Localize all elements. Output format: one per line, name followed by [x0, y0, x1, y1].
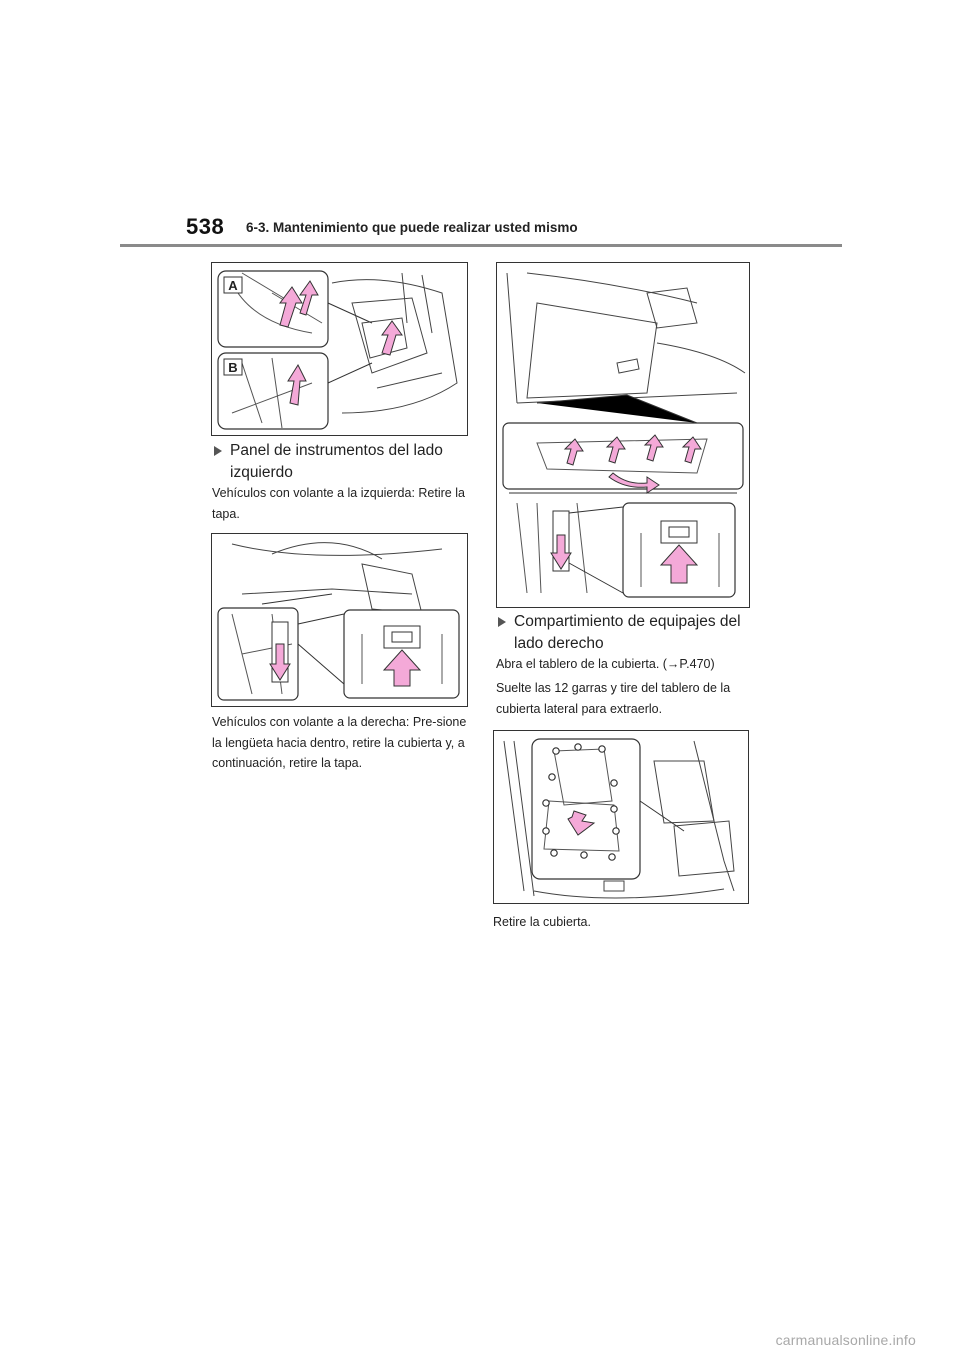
inset-b: B: [217, 352, 329, 430]
right-dashboard-illustration: [502, 272, 746, 603]
paragraph-lhd: Vehículos con volante a la izquierda: Re…: [212, 486, 465, 521]
left-dashboard-illustration: [217, 542, 460, 701]
bullet-triangle-icon: [498, 617, 506, 627]
subheading-instrument-panel-left: Panel de instrumentos del lado izquierdo: [212, 440, 480, 484]
engine-compartment-illustration: A B: [217, 270, 458, 430]
watermark: carmanualsonline.info: [775, 1332, 916, 1348]
inset-a: A: [217, 270, 329, 348]
bullet-triangle-icon: [214, 446, 222, 456]
paragraph-open-board: Abra el tablero de la cubierta. (→P.470): [496, 657, 715, 671]
inset-a-label: A: [228, 278, 238, 293]
luggage-panel-illustration: [503, 738, 735, 899]
header-rule: [120, 244, 842, 247]
figure-engine-compartment: A B: [211, 262, 468, 436]
page-number: 538: [186, 214, 225, 239]
figure-left-dashboard-panel: [211, 533, 468, 707]
subheading-luggage-compartment-right: Compartimiento de equipajes del lado der…: [496, 611, 764, 655]
section-title: 6-3. Mantenimiento que puede realizar us…: [246, 220, 578, 235]
paragraph-rhd: Vehículos con volante a la derecha: Pre-…: [212, 715, 467, 770]
inset-b-label: B: [228, 360, 237, 375]
figure-luggage-side-panel: [493, 730, 749, 904]
paragraph-remove-cover: Retire la cubierta.: [493, 915, 591, 929]
paragraph-release-claws: Suelte las 12 garras y tire del tablero …: [496, 681, 731, 716]
figure-right-dashboard-panel: [496, 262, 750, 608]
